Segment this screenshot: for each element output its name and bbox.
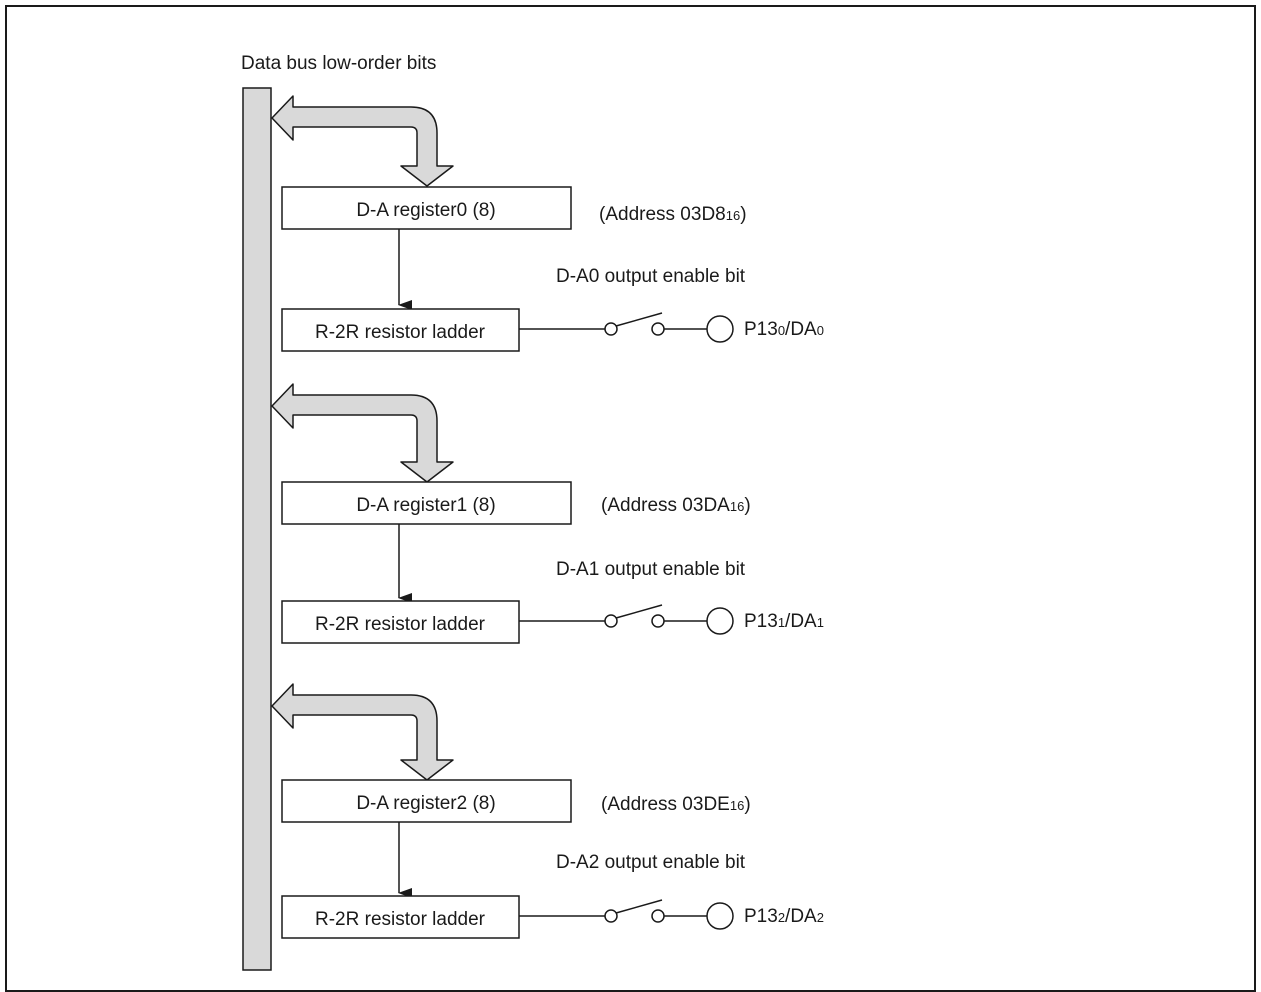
ladder-2-box [281, 895, 520, 939]
switch-contact-right-2 [651, 909, 665, 923]
data-bus [242, 87, 272, 971]
da-register-0-box [281, 186, 572, 230]
da-register-0-label: D-A register0 (8) [356, 200, 495, 221]
bus-arrow-1 [271, 383, 454, 483]
switch-contact-left-2 [604, 909, 618, 923]
switch-contact-right-0 [651, 322, 665, 336]
channel-1: D-A register1 (8) (Address 03DA16) D-A1 … [271, 383, 824, 644]
da-register-1-box [281, 481, 572, 525]
pin-label-2: P132/DA2 [744, 906, 824, 927]
ladder-1-box [281, 600, 520, 644]
data-bus-title: Data bus low-order bits [241, 53, 436, 74]
output-enable-bit-0: D-A0 output enable bit [556, 266, 746, 287]
address-1: (Address 03DA16) [601, 495, 751, 516]
ladder-2-label: R-2R resistor ladder [315, 909, 486, 930]
da-register-2-box [281, 779, 572, 823]
switch-blade-1 [615, 604, 663, 619]
switch-contact-left-0 [604, 322, 618, 336]
address-0: (Address 03D816) [599, 204, 747, 225]
pin-terminal-2 [706, 902, 734, 930]
bus-arrow-2 [271, 683, 454, 781]
pin-label-1: P131/DA1 [744, 611, 824, 632]
figure-frame [5, 5, 1256, 992]
ladder-0-box [281, 308, 520, 352]
da-register-1-label: D-A register1 (8) [356, 495, 495, 516]
pin-terminal-0 [706, 315, 734, 343]
ladder-1-label: R-2R resistor ladder [315, 614, 486, 635]
switch-blade-0 [615, 312, 663, 327]
channel-0: D-A register0 (8) (Address 03D816) D-A0 … [271, 95, 824, 352]
ladder-0-label: R-2R resistor ladder [315, 322, 486, 343]
switch-blade-2 [615, 899, 663, 914]
da-register-2-label: D-A register2 (8) [356, 793, 495, 814]
channel-2: D-A register2 (8) (Address 03DE16) D-A2 … [271, 683, 824, 939]
bus-arrow-0 [271, 95, 454, 187]
pin-terminal-1 [706, 607, 734, 635]
pin-label-0: P130/DA0 [744, 319, 824, 340]
switch-contact-right-1 [651, 614, 665, 628]
output-enable-bit-2: D-A2 output enable bit [556, 852, 746, 873]
output-enable-bit-1: D-A1 output enable bit [556, 559, 746, 580]
address-2: (Address 03DE16) [601, 794, 751, 815]
switch-contact-left-1 [604, 614, 618, 628]
